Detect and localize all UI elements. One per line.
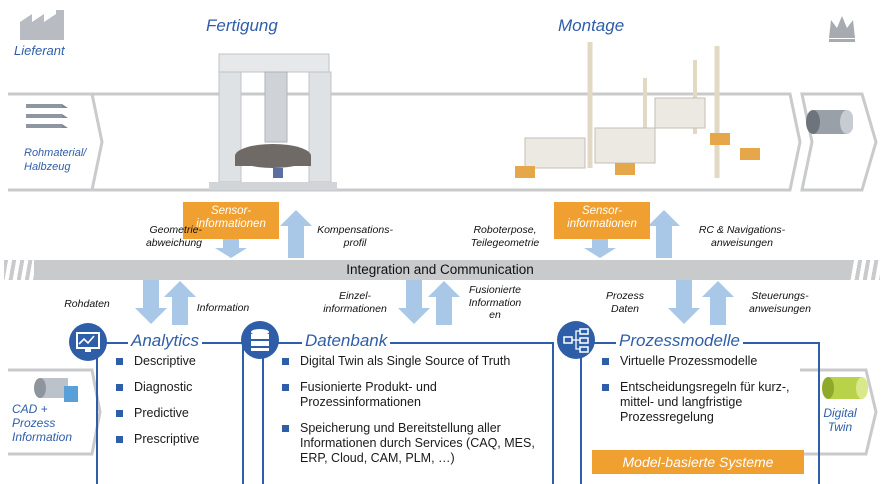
prozessmodelle-list: Virtuelle Prozessmodelle Entscheidungsre… <box>598 354 812 436</box>
band-stripes-right <box>850 260 880 280</box>
list-item: Speicherung und Bereitstellung aller Inf… <box>278 421 546 466</box>
prozessmodelle-title: Prozessmodelle <box>616 331 743 351</box>
process-flow-frame <box>8 92 878 192</box>
list-item: Diagnostic <box>112 380 232 395</box>
factory-icon <box>20 10 64 40</box>
list-item: Digital Twin als Single Source of Truth <box>278 354 546 369</box>
digital-twin-label: Digital Twin <box>823 406 857 434</box>
integration-band <box>20 260 860 280</box>
cad-icon <box>34 378 78 402</box>
process-tree-icon <box>557 321 595 359</box>
fertigung-title: Fertigung <box>206 16 278 35</box>
geometrieabweichung-label: Geometrie- abweichung <box>145 224 202 249</box>
machine-tool-illustration <box>209 53 337 190</box>
digital-twin-icon <box>822 377 868 399</box>
band-stripes-left <box>4 260 34 280</box>
sensor-box-montage: Sensor- informationen <box>554 202 650 239</box>
analytics-title: Analytics <box>128 331 203 351</box>
steuerungsanweisungen-label: Steuerungs- anweisungen <box>749 290 811 315</box>
roboterpose-label: Roboterpose, Teilegeometrie <box>470 224 540 249</box>
robots-illustration <box>515 42 760 178</box>
plates-icon <box>26 104 68 128</box>
fusionierte-label: Fusionierte Information en <box>468 284 522 321</box>
rohdaten-label: Rohdaten <box>64 298 110 310</box>
analytics-list: Descriptive Diagnostic Predictive Prescr… <box>112 354 232 458</box>
sensor-box-fertigung: Sensor- informationen <box>183 202 279 239</box>
rohmaterial-label: Rohmaterial/ Halbzeug <box>24 147 87 173</box>
integration-label: Integration and Communication <box>346 262 534 277</box>
list-item: Prescriptive <box>112 432 232 447</box>
database-icon <box>241 321 279 359</box>
lower-frame <box>8 368 878 456</box>
list-item: Virtuelle Prozessmodelle <box>598 354 812 369</box>
datenbank-title: Datenbank <box>302 331 391 351</box>
lieferant-label: Lieferant <box>14 43 65 58</box>
datenbank-panel <box>262 342 554 484</box>
cad-label: CAD + Prozess Information <box>12 402 73 444</box>
list-item: Descriptive <box>112 354 232 369</box>
pipe-icon <box>806 110 853 134</box>
rc-navigation-label: RC & Navigations- anweisungen <box>698 224 786 249</box>
list-item: Fusionierte Produkt- und Prozessinformat… <box>278 380 546 410</box>
montage-title: Montage <box>558 16 625 35</box>
kompensationsprofil-label: Kompensations- profil <box>317 224 393 249</box>
list-item: Predictive <box>112 406 232 421</box>
model-basierte-systeme-banner: Model-basierte Systeme <box>592 450 804 474</box>
datenbank-list: Digital Twin als Single Source of Truth … <box>278 354 546 477</box>
crown-icon <box>829 16 855 42</box>
information-label: Information <box>196 302 250 314</box>
prozess-daten-label: Prozess Daten <box>606 290 644 315</box>
einzelinformationen-label: Einzel- informationen <box>323 290 387 315</box>
list-item: Entscheidungsregeln für kurz-, mittel- u… <box>598 380 812 425</box>
monitor-icon <box>69 323 107 361</box>
